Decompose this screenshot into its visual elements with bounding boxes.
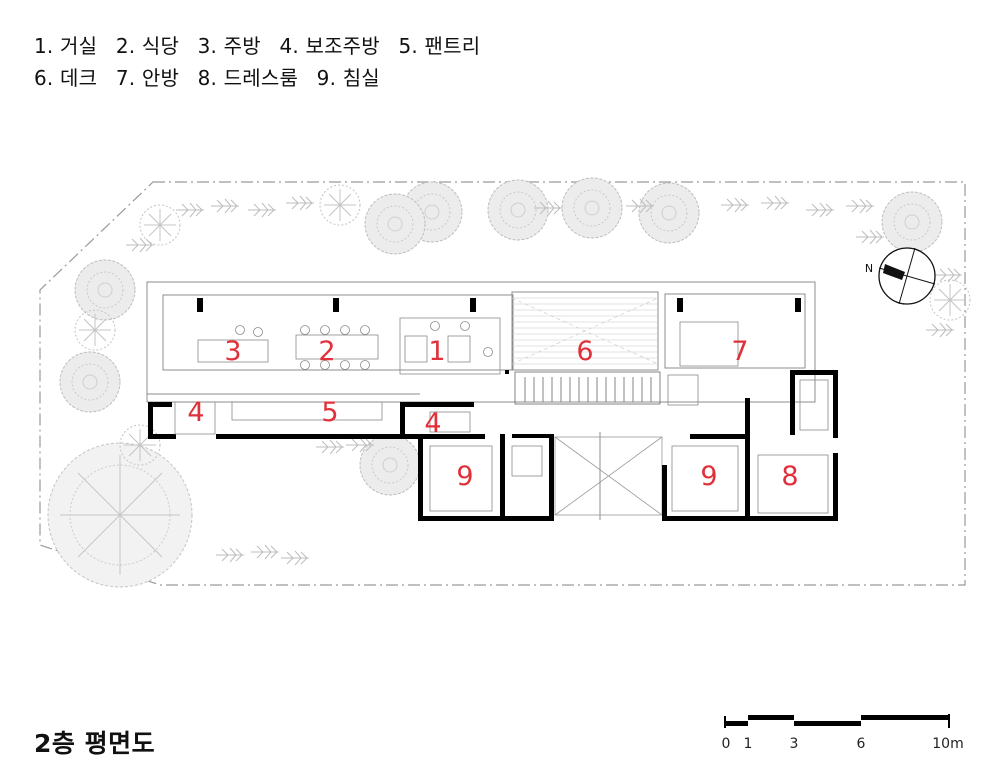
scale-tick-label: 0	[721, 736, 731, 752]
room-label-master-bedroom: 7	[731, 336, 748, 367]
scale-tick-label: 6	[856, 736, 866, 752]
scale-tick-label: 10m	[932, 736, 964, 752]
legend-item: 9. 침실	[316, 66, 380, 90]
deck-area	[511, 297, 659, 365]
walls	[148, 298, 838, 521]
furniture	[174, 317, 829, 514]
legend-item: 2. 식당	[115, 34, 180, 58]
room-label-dressing-room: 8	[781, 461, 798, 492]
room-label-utility-kitchen: 4	[187, 397, 204, 428]
void-opening	[554, 436, 663, 516]
legend-line-2: 6. 데크 7. 안방 8. 드레스룸 9. 침실	[34, 62, 492, 94]
room-legend: 1. 거실 2. 식당 3. 주방 4. 보조주방 5. 팬트리 6. 데크 7…	[34, 30, 492, 94]
legend-item: 8. 드레스룸	[197, 66, 299, 90]
drawing-title: 2층 평면도	[34, 729, 156, 758]
legend-item: 6. 데크	[34, 66, 98, 90]
site-boundary	[39, 181, 966, 586]
legend-item: 3. 주방	[197, 34, 261, 58]
scale-tick-label: 3	[789, 736, 799, 752]
legend-item: 4. 보조주방	[279, 34, 380, 58]
north-arrow: N	[865, 247, 936, 305]
legend-item: 1. 거실	[34, 34, 98, 58]
room-label-living: 1	[428, 336, 445, 367]
room-labels: 3 2 1 6 7 4 5 4 9 9 8	[187, 336, 798, 492]
room-label-kitchen: 3	[224, 336, 241, 367]
scale-tick-label: 1	[743, 736, 753, 752]
north-label: N	[865, 262, 873, 275]
room-label-pantry: 5	[321, 397, 338, 428]
room-label-utility-kitchen-2: 4	[424, 408, 441, 439]
landscape-trees	[47, 177, 971, 588]
legend-item: 5. 팬트리	[398, 34, 481, 58]
legend-line-1: 1. 거실 2. 식당 3. 주방 4. 보조주방 5. 팬트리	[34, 30, 492, 62]
scale-bar	[724, 714, 950, 728]
room-label-bedroom-2: 9	[700, 461, 717, 492]
room-label-bedroom-1: 9	[456, 461, 473, 492]
staircase	[514, 371, 661, 405]
legend-item: 7. 안방	[115, 66, 180, 90]
building-outline	[146, 281, 816, 520]
room-label-deck: 6	[576, 336, 593, 367]
room-label-dining: 2	[318, 336, 335, 367]
